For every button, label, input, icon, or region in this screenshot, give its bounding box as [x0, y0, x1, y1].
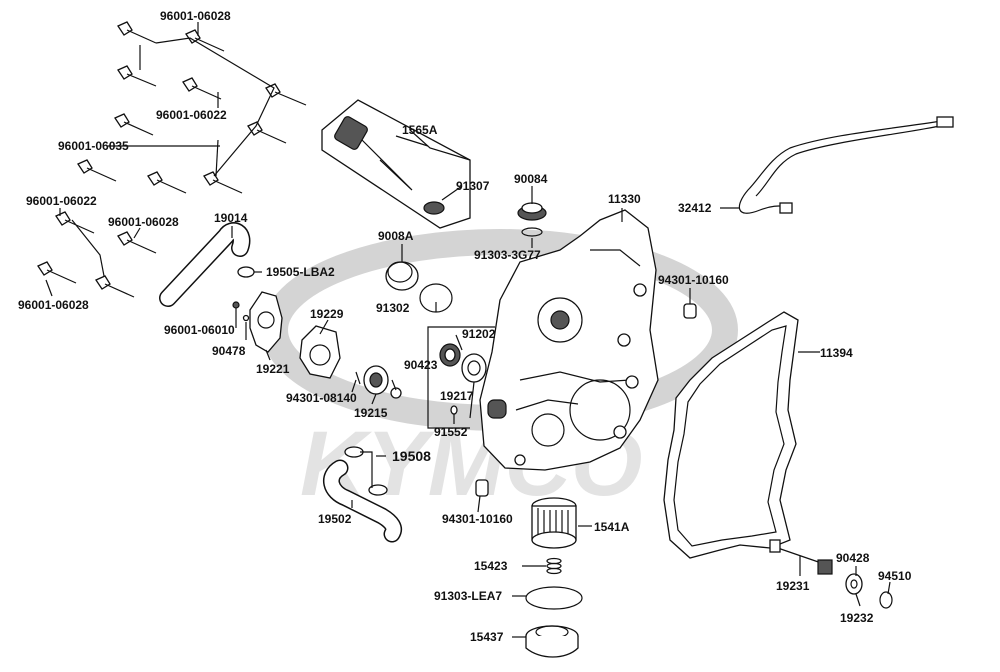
label-96001-06022: 96001-06022	[156, 108, 227, 122]
label-11394: 11394	[820, 346, 853, 360]
leader-bracket-91202	[427, 326, 495, 429]
label-19505-LBA2: 19505-LBA2	[266, 265, 335, 279]
label-19217: 19217	[440, 389, 474, 403]
sensor-19231	[769, 539, 833, 575]
seal-91202	[439, 343, 487, 415]
dowel-pins	[475, 303, 697, 497]
label-96001-06022: 96001-06022	[26, 194, 97, 208]
label-90084: 90084	[514, 172, 548, 186]
washer-90428	[845, 573, 863, 595]
part-labels: 96001-06028 96001-06022 96001-06035 9600…	[18, 9, 912, 644]
bolt	[247, 121, 287, 144]
label-1565A: 1565A	[402, 123, 438, 137]
bolt	[182, 77, 222, 100]
leader-lines	[45, 22, 891, 638]
gasket-19229	[299, 325, 341, 379]
label-91302: 91302	[376, 301, 410, 315]
bolt	[185, 29, 225, 52]
label-94301-10160: 94301-10160	[442, 512, 513, 526]
bolt-group	[37, 21, 307, 298]
label-90428: 90428	[836, 551, 870, 565]
label-19221: 19221	[256, 362, 290, 376]
label-9008A: 9008A	[378, 229, 414, 243]
pump-housing-19221	[232, 291, 283, 353]
bolt	[95, 275, 135, 298]
bolt	[114, 113, 154, 136]
label-11330: 11330	[608, 192, 641, 206]
label-91303-3G77: 91303-3G77	[474, 248, 541, 262]
label-96001-06035: 96001-06035	[58, 139, 129, 153]
label-19232: 19232	[840, 611, 874, 625]
label-19229: 19229	[310, 307, 344, 321]
bolt	[55, 211, 95, 234]
label-19231: 19231	[776, 579, 810, 593]
label-94301-10160: 94301-10160	[658, 273, 729, 287]
label-90423: 90423	[404, 358, 438, 372]
label-15423: 15423	[474, 559, 508, 573]
filter-cap-15437	[525, 625, 579, 658]
label-91552: 91552	[434, 425, 468, 439]
label-96001-06028: 96001-06028	[18, 298, 89, 312]
label-19508: 19508	[392, 448, 431, 464]
clip-94510	[879, 591, 893, 609]
label-96001-06028: 96001-06028	[160, 9, 231, 23]
crankcase-cover-11330	[479, 209, 659, 471]
bolt	[147, 171, 187, 194]
oil-filter-1541A	[531, 497, 577, 549]
label-96001-06010: 96001-06010	[164, 323, 235, 337]
label-1541A: 1541A	[594, 520, 630, 534]
label-91307: 91307	[456, 179, 490, 193]
label-90478: 90478	[212, 344, 246, 358]
cable-32412	[720, 116, 954, 214]
label-94510: 94510	[878, 569, 912, 583]
o-ring-91303-LEA7	[525, 586, 583, 610]
hose-19014	[159, 222, 255, 307]
label-91202: 91202	[462, 327, 496, 341]
bolt	[117, 65, 157, 87]
label-19014: 19014	[214, 211, 248, 225]
spring-15423	[546, 557, 562, 575]
gasket-11394	[663, 311, 799, 559]
oil-dipstick-1565A	[321, 99, 471, 229]
bolt	[77, 159, 117, 182]
hose-19502	[323, 446, 402, 543]
label-96001-06028: 96001-06028	[108, 215, 179, 229]
bolt	[117, 21, 157, 44]
label-15437: 15437	[470, 630, 504, 644]
bolt	[203, 171, 243, 194]
impeller-19215	[355, 365, 402, 399]
label-91303-LEA7: 91303-LEA7	[434, 589, 502, 603]
bolt	[37, 261, 77, 284]
label-32412: 32412	[678, 201, 712, 215]
label-94301-08140: 94301-08140	[286, 391, 357, 405]
label-19215: 19215	[354, 406, 388, 420]
label-19502: 19502	[318, 512, 352, 526]
bolt	[117, 231, 157, 254]
